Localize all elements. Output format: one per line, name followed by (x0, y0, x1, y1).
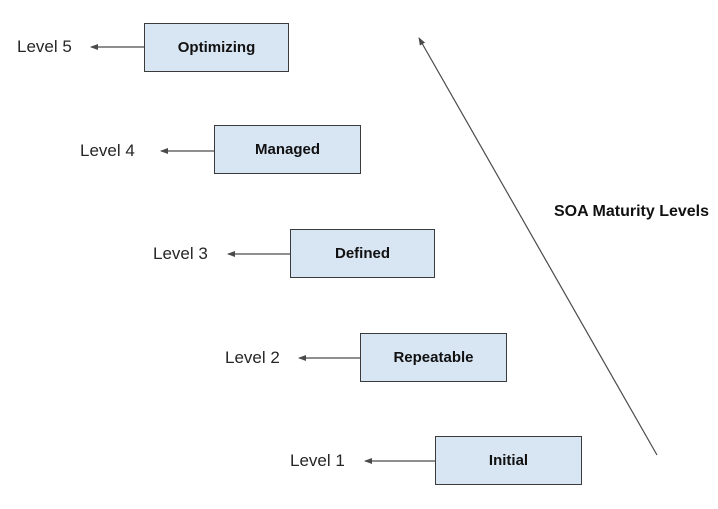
defined-box-label: Defined (334, 245, 390, 262)
maturity-axis-arrow (418, 37, 658, 456)
optimizing-box-label: Optimizing (177, 39, 256, 56)
diagram-title: SOA Maturity Levels (554, 203, 710, 220)
level-4-label: Level 4 (80, 141, 135, 160)
repeatable-box-label: Repeatable (393, 349, 474, 366)
managed-box-label: Managed (254, 141, 320, 158)
initial-box-label: Initial (488, 452, 529, 469)
defined-box: Defined (290, 229, 435, 278)
level-1-label: Level 1 (290, 451, 345, 470)
initial-box: Initial (435, 436, 582, 485)
repeatable-box: Repeatable (360, 333, 507, 382)
level-3-label: Level 3 (153, 244, 208, 263)
level-5-label: Level 5 (17, 37, 72, 56)
optimizing-box: Optimizing (144, 23, 289, 72)
managed-box: Managed (214, 125, 361, 174)
level-2-label: Level 2 (225, 348, 280, 367)
